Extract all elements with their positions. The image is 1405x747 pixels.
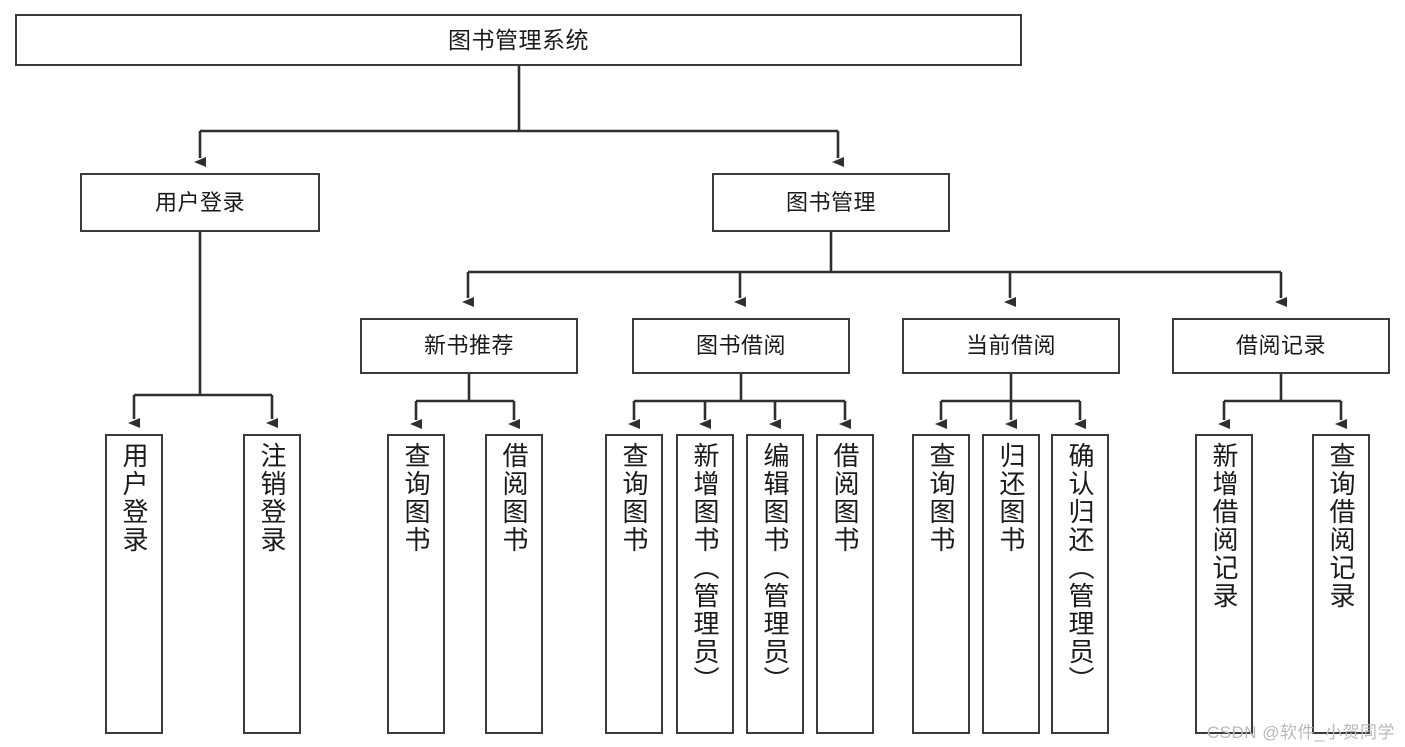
leaf-borrow-book-2[interactable]: 借阅图书: [816, 434, 874, 734]
node-label: 查询图书: [619, 442, 649, 554]
leaf-logout[interactable]: 注销登录: [243, 434, 301, 734]
node-label: 借阅图书: [830, 442, 860, 554]
node-label: 当前借阅: [965, 333, 1056, 359]
leaf-add-record[interactable]: 新增借阅记录: [1195, 434, 1253, 734]
leaf-add-book[interactable]: 新增图书（管理员）: [676, 434, 734, 734]
node-current-borrow[interactable]: 当前借阅: [902, 318, 1120, 374]
leaf-query-book-2[interactable]: 查询图书: [605, 434, 663, 734]
leaf-query-book-1[interactable]: 查询图书: [387, 434, 445, 734]
node-label: 查询图书: [926, 442, 956, 554]
node-label: 新增借阅记录: [1209, 442, 1239, 610]
node-label: 注销登录: [257, 442, 287, 554]
csdn-watermark: CSDN @软件_小贺同学: [1206, 723, 1395, 742]
node-label: 新书推荐: [423, 333, 514, 359]
node-new-book-recommend[interactable]: 新书推荐: [360, 318, 578, 374]
node-label: 图书管理系统: [448, 26, 589, 53]
node-user-login[interactable]: 用户登录: [80, 173, 320, 232]
node-book-management[interactable]: 图书管理: [712, 173, 950, 232]
leaf-query-record[interactable]: 查询借阅记录: [1312, 434, 1370, 734]
node-label: 图书管理: [785, 189, 876, 215]
node-label: 用户登录: [154, 189, 245, 215]
leaf-confirm-return[interactable]: 确认归还（管理员）: [1051, 434, 1109, 734]
node-label: 图书借阅: [695, 333, 786, 359]
node-label: 新增图书（管理员）: [690, 442, 720, 694]
node-label: 查询图书: [401, 442, 431, 554]
node-label: 借阅记录: [1235, 333, 1326, 359]
node-label: 确认归还（管理员）: [1065, 442, 1095, 694]
node-label: 编辑图书（管理员）: [760, 442, 790, 694]
node-label: 查询借阅记录: [1326, 442, 1356, 610]
leaf-user-login[interactable]: 用户登录: [105, 434, 163, 734]
leaf-query-book-3[interactable]: 查询图书: [912, 434, 970, 734]
leaf-return-book[interactable]: 归还图书: [982, 434, 1040, 734]
node-label: 用户登录: [119, 442, 149, 554]
node-label: 借阅图书: [499, 442, 529, 554]
node-root-system[interactable]: 图书管理系统: [15, 14, 1022, 66]
leaf-borrow-book-1[interactable]: 借阅图书: [485, 434, 543, 734]
node-label: 归还图书: [996, 442, 1026, 554]
node-borrow-record[interactable]: 借阅记录: [1172, 318, 1390, 374]
leaf-edit-book[interactable]: 编辑图书（管理员）: [746, 434, 804, 734]
node-book-borrow[interactable]: 图书借阅: [632, 318, 850, 374]
